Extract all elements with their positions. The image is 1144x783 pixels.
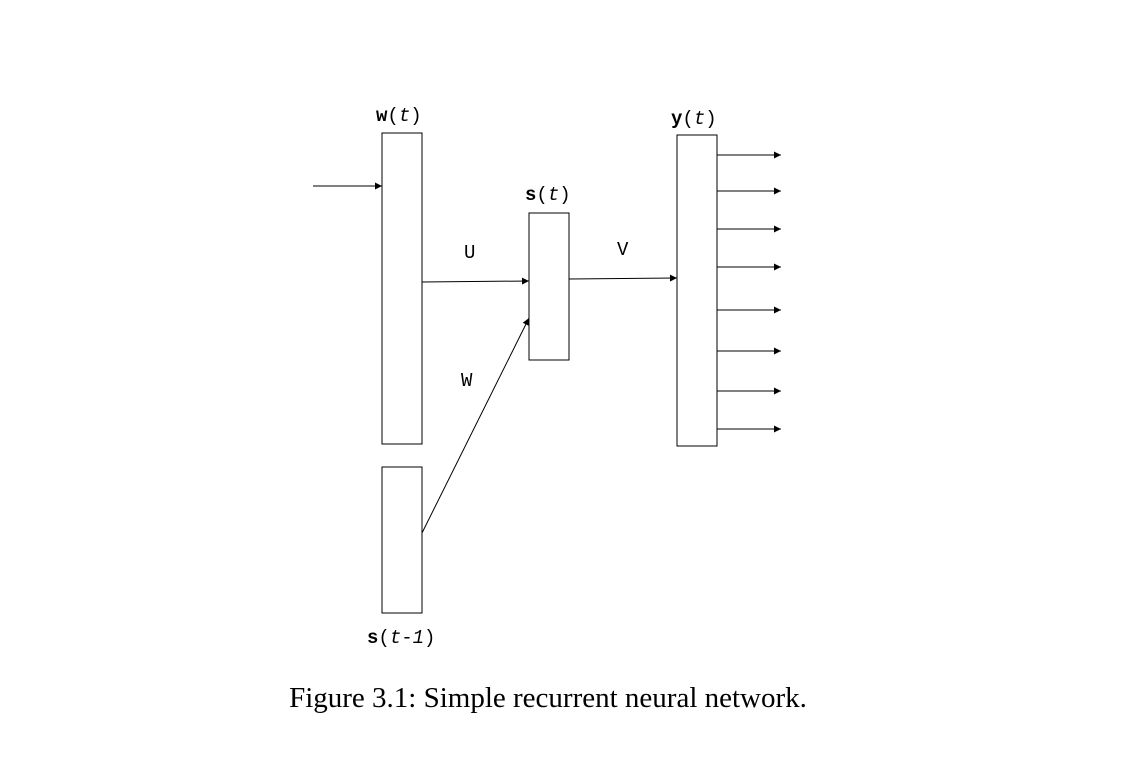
output-arrows <box>717 151 781 433</box>
input-layer-box <box>381 132 423 445</box>
context-layer-box <box>381 466 423 614</box>
output-layer-box <box>676 134 718 447</box>
output-layer-symbol: y <box>671 108 683 130</box>
context-layer-arg: t-1 <box>390 627 424 649</box>
u-connection-arrow <box>421 277 530 285</box>
figure-caption: Figure 3.1: Simple recurrent neural netw… <box>289 682 807 714</box>
weight-label-u: U <box>464 242 475 264</box>
weight-label-w: W <box>461 370 473 392</box>
hidden-layer-symbol: s <box>525 184 536 206</box>
output-layer-arg: t <box>694 108 705 130</box>
context-layer-label: s(t-1) <box>367 627 435 649</box>
w-connection-arrow <box>421 317 530 534</box>
hidden-layer-box <box>528 212 570 361</box>
context-layer-symbol: s <box>367 627 378 649</box>
weight-label-v: V <box>617 239 629 261</box>
input-layer-label: w(t) <box>376 105 422 127</box>
hidden-layer-arg: t <box>548 184 559 206</box>
output-layer-label: y(t) <box>671 108 717 130</box>
input-layer-symbol: w <box>376 105 388 127</box>
v-connection-arrow <box>568 274 678 282</box>
input-layer-arg: t <box>399 105 410 127</box>
hidden-layer-label: s(t) <box>525 184 571 206</box>
